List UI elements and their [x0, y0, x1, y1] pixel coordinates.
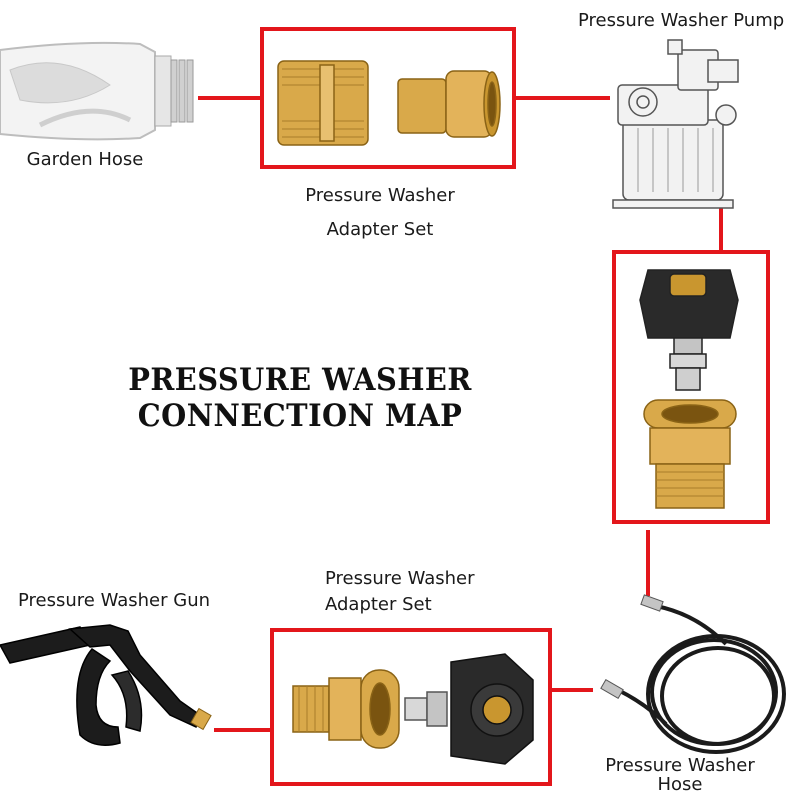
brass-quick-connect-icon — [277, 60, 501, 146]
m22-quick-connect-icon — [639, 269, 739, 509]
connector-hose-to-adapter-bottom — [549, 688, 593, 692]
pump-icon — [612, 39, 739, 209]
adapter-set-bottom-label-line1: Pressure Washer — [325, 568, 475, 589]
diagram-title: PRESSURE WASHER CONNECTION MAP — [128, 362, 472, 434]
hose-label-line1: Pressure Washer — [605, 755, 755, 776]
spray-gun-icon — [0, 624, 212, 746]
connector-pump-to-adapter — [719, 208, 723, 252]
pump-label: Pressure Washer Pump — [578, 10, 785, 31]
gun-label: Pressure Washer Gun — [18, 590, 211, 611]
adapter-set-top-label-line1: Pressure Washer — [305, 185, 455, 206]
adapter-set-bottom-label-line2: Adapter Set — [325, 594, 432, 615]
garden-hose-label: Garden Hose — [26, 149, 144, 170]
connector-adapter-to-gun — [214, 728, 272, 732]
m22-adapter-icon — [292, 653, 534, 765]
connector-adapter-to-hose — [646, 530, 650, 596]
garden-hose-icon — [0, 41, 194, 141]
adapter-set-top-label-line2: Adapter Set — [326, 219, 434, 240]
connector-adapter-to-pump — [514, 96, 610, 100]
hose-label-line2: Hose — [657, 774, 703, 795]
connector-hose-to-adapter — [198, 96, 262, 100]
coiled-hose-icon — [600, 594, 786, 754]
